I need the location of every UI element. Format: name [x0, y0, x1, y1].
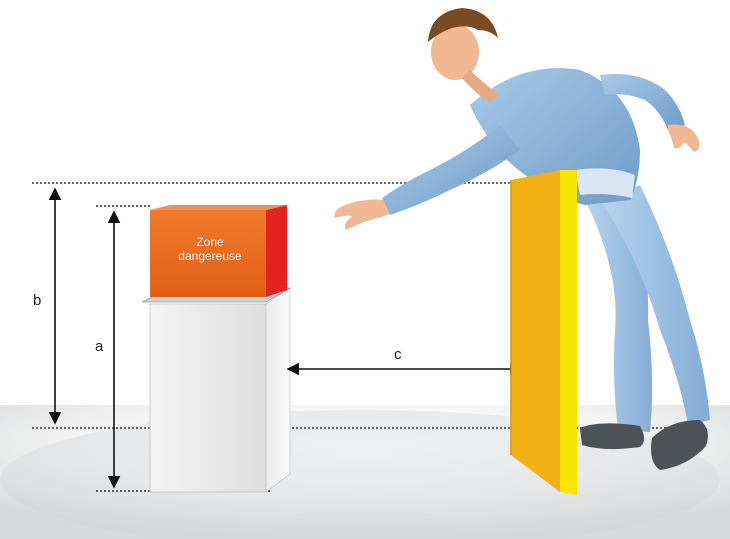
- danger-zone-label: Zone dangereuse: [150, 235, 270, 263]
- person-waist: [575, 168, 635, 198]
- pedestal: [142, 288, 290, 492]
- pedestal-side: [266, 288, 290, 492]
- pedestal-front: [150, 304, 266, 492]
- person-shoe-left: [580, 423, 644, 449]
- person-back-hand: [668, 125, 699, 152]
- barrier-side: [560, 170, 577, 495]
- dimension-c-label: c: [394, 346, 402, 363]
- barrier-front: [511, 170, 560, 492]
- person-reaching-hand: [334, 200, 390, 230]
- dimension-b-label: b: [33, 292, 41, 309]
- barrier-panel: [511, 170, 577, 495]
- danger-zone-top: [150, 205, 287, 210]
- danger-zone-label-line2: dangereuse: [150, 249, 270, 263]
- danger-zone-label-line1: Zone: [150, 235, 270, 249]
- dimension-a-label: a: [95, 338, 103, 355]
- person-reaching-arm: [382, 125, 520, 215]
